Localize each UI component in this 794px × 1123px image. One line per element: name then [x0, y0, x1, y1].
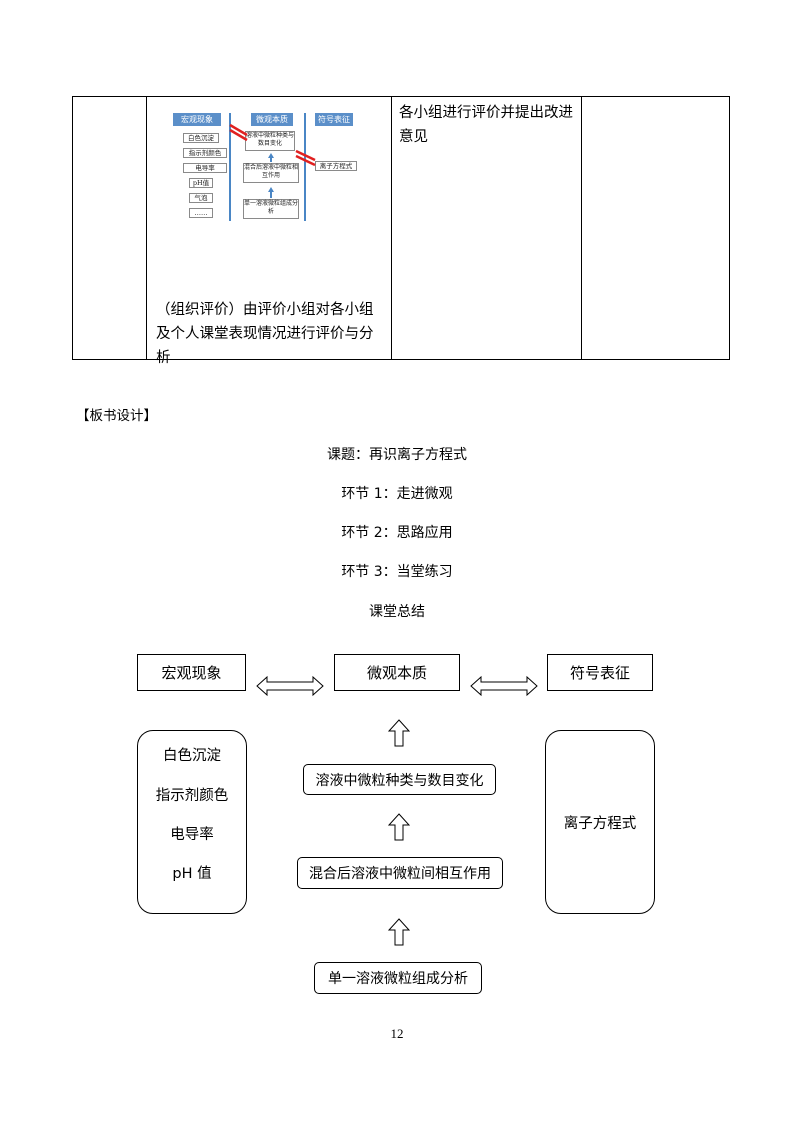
micro-title-box: 微观本质	[334, 654, 460, 691]
mini-up-arrow-icon	[268, 153, 274, 158]
macro-item: 电导率	[170, 827, 214, 843]
mini-micro-mid: 混合后溶液中微粒相互作用	[243, 163, 299, 183]
macro-item: pH 值	[172, 866, 212, 882]
left-right-arrow-icon	[470, 675, 538, 697]
evaluation-table-row: 宏观现象 微观本质 符号表征 白色沉淀 指示剂颜色 电导率 pH值 气泡 …… …	[72, 96, 730, 366]
micro-bottom-box: 单一溶液微粒组成分析	[314, 962, 482, 994]
symbol-title-box: 符号表征	[547, 654, 653, 691]
table-divider	[391, 97, 392, 359]
mini-double-arrow-icon	[229, 123, 248, 142]
mini-up-arrow-icon	[268, 187, 274, 192]
board-line-step-3: 环节 3：当堂练习	[341, 564, 453, 580]
student-activity-text: 各小组进行评价并提出改进意见	[399, 105, 573, 145]
mini-arrow-stem	[270, 158, 272, 162]
table-divider	[146, 97, 147, 359]
mini-divider	[229, 113, 231, 221]
macro-item: 指示剂颜色	[155, 788, 229, 804]
board-line-topic: 课题：再识离子方程式	[327, 447, 467, 463]
board-line-step-1: 环节 1：走进微观	[341, 486, 453, 502]
table-divider	[581, 97, 582, 359]
board-line-step-2: 环节 2：思路应用	[341, 525, 453, 541]
mini-double-arrow-icon	[295, 149, 316, 167]
mini-macro-item: 电导率	[183, 163, 227, 173]
mini-divider	[304, 113, 306, 221]
mini-micro-top: 溶液中微粒种类与数目变化	[245, 131, 295, 151]
section-title: 【板书设计】	[76, 408, 157, 424]
board-line-summary: 课堂总结	[369, 604, 425, 620]
mini-macro-item: pH值	[189, 178, 213, 188]
mini-head-micro: 微观本质	[251, 113, 293, 126]
up-arrow-icon	[388, 719, 410, 747]
mini-symbol-item: 离子方程式	[315, 161, 357, 171]
mini-macro-item: ……	[189, 208, 213, 218]
macro-items-box: 白色沉淀 指示剂颜色 电导率 pH 值	[137, 730, 247, 914]
mini-macro-item: 气泡	[189, 193, 213, 203]
evaluation-caption: （组织评价）由评价小组对各小组及个人课堂表现情况进行评价与分析	[156, 302, 374, 366]
mini-macro-item: 指示剂颜色	[183, 148, 227, 158]
macro-item: 白色沉淀	[163, 748, 221, 764]
mini-head-symbol: 符号表征	[315, 113, 353, 126]
mini-micro-bottom: 单一溶液微粒组成分析	[243, 199, 299, 219]
mini-head-macro: 宏观现象	[173, 113, 221, 126]
page-number: 12	[390, 1026, 404, 1041]
up-arrow-icon	[388, 813, 410, 841]
micro-mid-box: 混合后溶液中微粒间相互作用	[297, 857, 503, 889]
mini-macro-item: 白色沉淀	[183, 133, 219, 143]
left-right-arrow-icon	[256, 675, 324, 697]
symbol-item-box: 离子方程式	[545, 730, 655, 914]
up-arrow-icon	[388, 918, 410, 946]
mini-arrow-stem	[270, 192, 272, 198]
macro-title-box: 宏观现象	[137, 654, 246, 691]
mini-concept-figure: 宏观现象 微观本质 符号表征 白色沉淀 指示剂颜色 电导率 pH值 气泡 …… …	[173, 111, 363, 229]
micro-top-box: 溶液中微粒种类与数目变化	[303, 764, 496, 795]
